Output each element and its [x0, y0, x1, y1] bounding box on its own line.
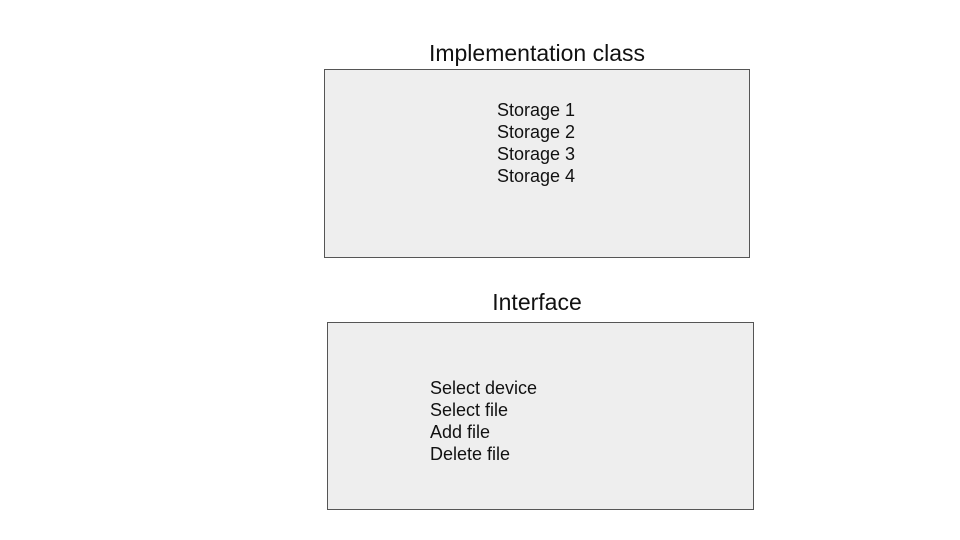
operation-add-file: Add file: [430, 422, 491, 442]
interface-title: Interface: [492, 289, 582, 315]
implementation-class-title: Implementation class: [428, 40, 646, 66]
operation-select-file: Select file: [430, 400, 509, 420]
operation-select-device: Select device: [430, 378, 538, 398]
implementation-class-box: Storage 1 Storage 2 Storage 3 Storage 4: [324, 69, 750, 258]
interface-box: Select device Select file Add file Delet…: [327, 322, 754, 510]
storage-item-2: Storage 2: [497, 122, 576, 142]
operation-delete-file: Delete file: [430, 444, 511, 464]
storage-item-4: Storage 4: [497, 166, 576, 186]
storage-item-1: Storage 1: [497, 100, 576, 120]
storage-item-3: Storage 3: [497, 144, 576, 164]
interface-operation-list: Select device Select file Add file Delet…: [430, 377, 537, 465]
storage-list: Storage 1 Storage 2 Storage 3 Storage 4: [497, 99, 575, 187]
